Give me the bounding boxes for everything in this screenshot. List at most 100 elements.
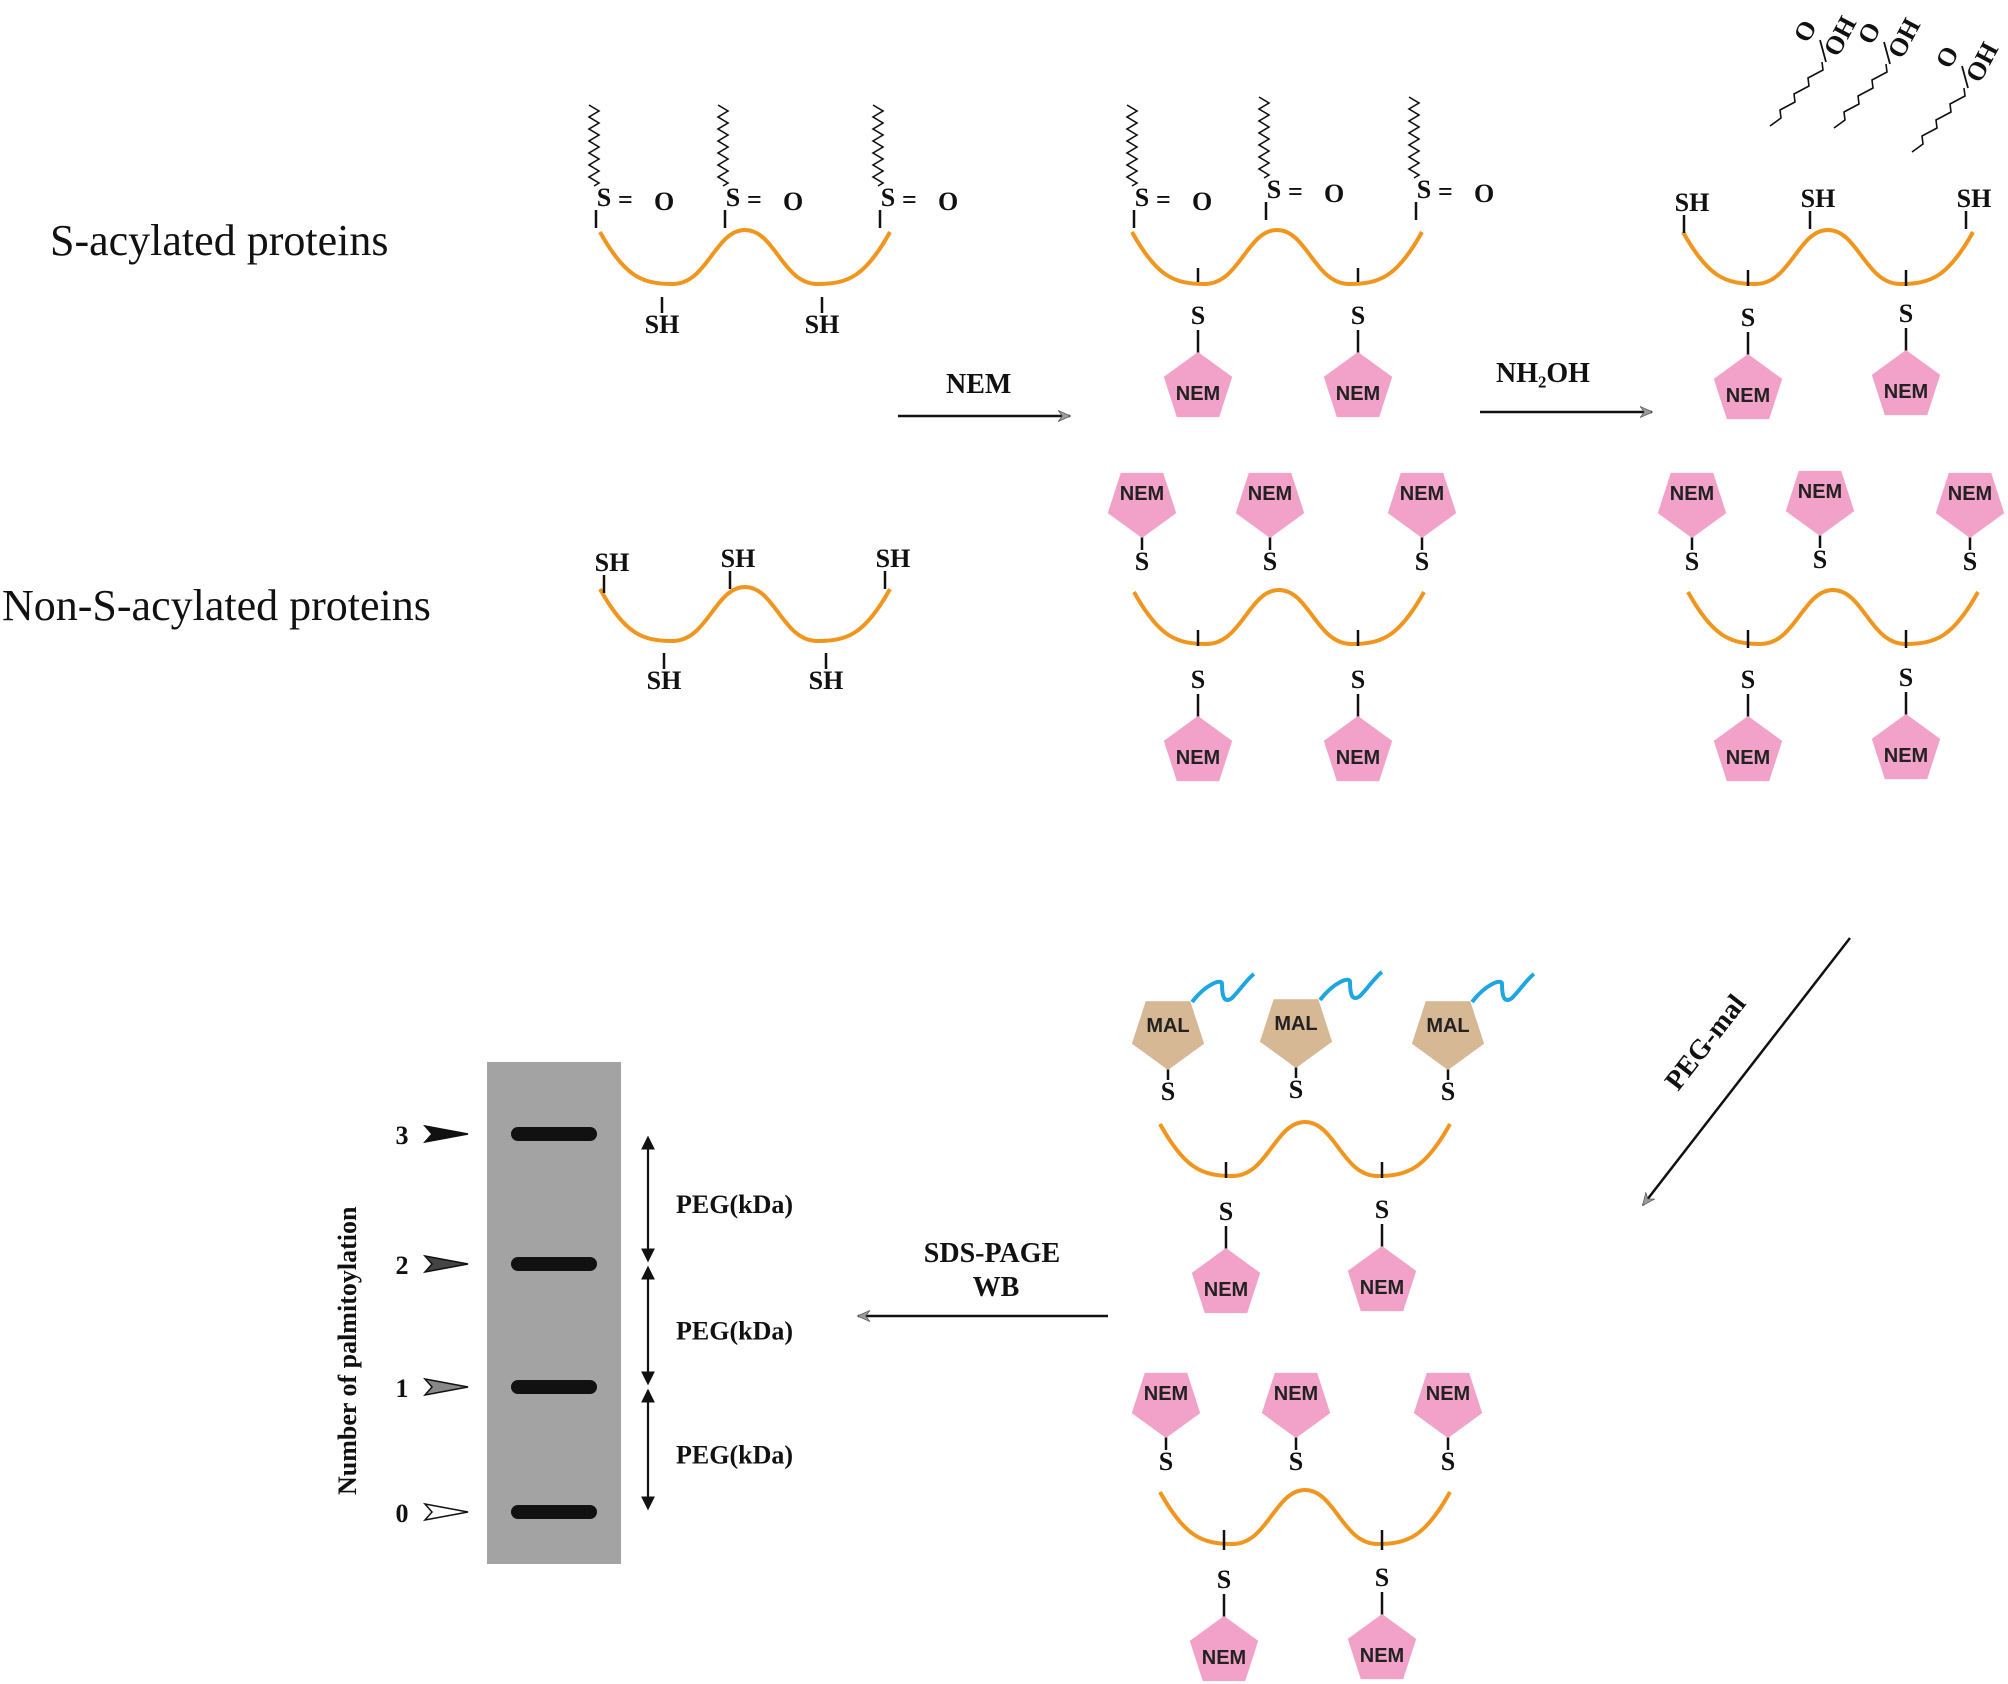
carbonyl-bond (1961, 65, 1969, 89)
thioester-carbonyl: = (618, 185, 633, 214)
peg-spacing-label: PEG(kDa) (676, 1190, 793, 1219)
acyl-chain (716, 104, 730, 187)
nem-tag-label: NEM (1202, 1647, 1246, 1669)
sulfur-atom: S (1191, 301, 1205, 330)
sulfur-atom: S (1417, 175, 1431, 204)
sulfur-atom: S (1813, 545, 1827, 574)
nem-tag (1323, 352, 1393, 418)
acyl-chain (587, 104, 601, 187)
sulfur-atom: S (1441, 1447, 1455, 1476)
nem-tag-label: NEM (1884, 381, 1928, 403)
peg-chain (1190, 972, 1256, 1004)
nem-tag (1261, 1372, 1331, 1438)
fatty-acid-chain (1833, 63, 1888, 129)
mal-tag-label: MAL (1274, 1013, 1317, 1035)
nem-tag-label: NEM (1176, 383, 1220, 405)
nem-tag-label: NEM (1360, 1277, 1404, 1299)
oxygen-atom: O (783, 187, 803, 216)
nem-tag (1713, 354, 1783, 420)
wb-step-label: WB (973, 1272, 1020, 1303)
acyl-chain (1125, 104, 1139, 187)
sds-page-step-label: SDS-PAGE (924, 1238, 1060, 1269)
nem-tag (1871, 350, 1941, 416)
thioester-carbonyl: = (902, 185, 917, 214)
acyl-chain (1407, 96, 1421, 179)
nem-tag (1347, 1614, 1417, 1680)
sulfur-atom: S (1267, 175, 1281, 204)
sulfur-atom: S (1415, 547, 1429, 576)
nem-tag (1107, 472, 1177, 538)
peg-spacing-label: PEG(kDa) (676, 1317, 793, 1346)
sulfur-atom: S (597, 183, 611, 212)
peg-chain (1318, 970, 1384, 1002)
thiol-group: SH (721, 544, 756, 573)
sulfur-atom: S (1159, 1447, 1173, 1476)
nem-tag-label: NEM (1726, 747, 1770, 769)
mal-tag (1259, 999, 1333, 1068)
row-label-s-acylated: S-acylated proteins (50, 216, 388, 265)
protein-backbone (1158, 1119, 1452, 1179)
nem-tag (1189, 1616, 1259, 1682)
sulfur-atom: S (1899, 299, 1913, 328)
nem-tag-label: NEM (1248, 483, 1292, 505)
sulfur-atom: S (1217, 1565, 1231, 1594)
nem-tag-label: NEM (1360, 1645, 1404, 1667)
peg-chain (1470, 972, 1536, 1004)
protein-backbone (1132, 587, 1426, 647)
mal-tag (1131, 1001, 1205, 1070)
thiol-group: SH (876, 544, 911, 573)
gel-marker-arrow (423, 1377, 469, 1397)
nem-tag-label: NEM (1726, 385, 1770, 407)
sulfur-atom: S (1351, 301, 1365, 330)
sulfur-atom: S (1219, 1197, 1233, 1226)
nem-tag-label: NEM (1670, 483, 1714, 505)
protein-backbone (1158, 1487, 1452, 1547)
sulfur-atom: S (1135, 547, 1149, 576)
gel-marker-label: 3 (396, 1121, 409, 1150)
gel-panel: Number of palmitoylation 3210PEG(kDa)PEG… (333, 1062, 793, 1564)
sulfur-atom: S (881, 183, 895, 212)
nem-tag-label: NEM (1798, 481, 1842, 503)
nem-tag (1163, 352, 1233, 418)
nem-tag (1657, 472, 1727, 538)
thioester-carbonyl: = (1288, 177, 1303, 206)
nem-tag-label: NEM (1144, 1383, 1188, 1405)
thiol-group: SH (1957, 184, 1992, 213)
sulfur-atom: S (1289, 1075, 1303, 1104)
mal-tag (1411, 1001, 1485, 1070)
sulfur-atom: S (1963, 547, 1977, 576)
gel-axis-label: Number of palmitoylation (333, 1206, 362, 1495)
protein-backbone (1686, 587, 1980, 647)
nem-tag-label: NEM (1336, 383, 1380, 405)
thioester-carbonyl: = (1156, 185, 1171, 214)
sulfur-atom: S (1741, 303, 1755, 332)
acyl-chain (1257, 96, 1271, 179)
thioester-carbonyl: = (747, 185, 762, 214)
nem-tag (1785, 470, 1855, 536)
fatty-acid-chain (1911, 87, 1966, 153)
nem-tag-label: NEM (1884, 745, 1928, 767)
sulfur-atom: S (1263, 547, 1277, 576)
gel-marker-label: 2 (396, 1251, 409, 1280)
thiol-group: SH (595, 548, 630, 577)
fatty-acid-chain (1769, 61, 1824, 127)
nem-tag (1131, 1372, 1201, 1438)
nem-tag (1935, 472, 2005, 538)
peg-spacing-label: PEG(kDa) (676, 1441, 793, 1470)
protein-backbone (598, 227, 892, 287)
sulfur-atom: S (1161, 1077, 1175, 1106)
protein-backbone (598, 584, 892, 644)
nem-tag-label: NEM (1274, 1383, 1318, 1405)
sulfur-atom: S (1375, 1563, 1389, 1592)
nem-tag (1235, 472, 1305, 538)
gel-marker-arrow (423, 1502, 469, 1522)
nem-tag (1713, 716, 1783, 782)
thiol-group: SH (1801, 184, 1836, 213)
thioester-carbonyl: = (1438, 177, 1453, 206)
sulfur-atom: S (726, 183, 740, 212)
sulfur-atom: S (1351, 665, 1365, 694)
